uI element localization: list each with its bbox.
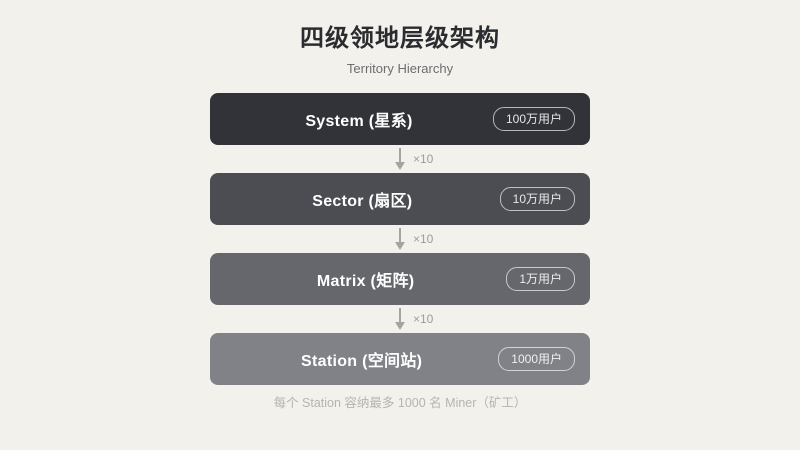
arrow-down-icon [395,228,405,250]
multiplier-label: ×10 [413,152,434,166]
capacity-badge: 1万用户 [506,267,575,291]
arrow-down-icon [395,308,405,330]
page-subtitle: Territory Hierarchy [346,61,454,76]
connector: ×10 [210,305,590,333]
multiplier-label: ×10 [413,232,434,246]
level-name: Matrix (矩阵) [316,273,415,290]
level-name: System (星系) [305,113,413,130]
page-title: 四级领地层级架构 [300,25,500,52]
multiplier-label: ×10 [413,312,434,326]
level-name: Sector (扇区) [312,193,413,210]
diagram-caption: 每个 Station 容纳最多 1000 名 Miner（矿工） [273,396,527,410]
capacity-badge: 1000用户 [498,347,575,371]
capacity-badge: 100万用户 [492,107,575,131]
arrow-down-icon [395,148,405,170]
level-box-sector: Sector (扇区) 10万用户 [210,173,590,225]
level-box-matrix: Matrix (矩阵) 1万用户 [210,253,590,305]
hierarchy-diagram: System (星系) 100万用户 ×10 Sector (扇区) 10万用户… [210,93,590,385]
capacity-badge: 10万用户 [499,187,575,211]
level-box-station: Station (空间站) 1000用户 [210,333,590,385]
level-box-system: System (星系) 100万用户 [210,93,590,145]
connector: ×10 [210,145,590,173]
level-name: Station (空间站) [301,353,423,370]
connector: ×10 [210,225,590,253]
